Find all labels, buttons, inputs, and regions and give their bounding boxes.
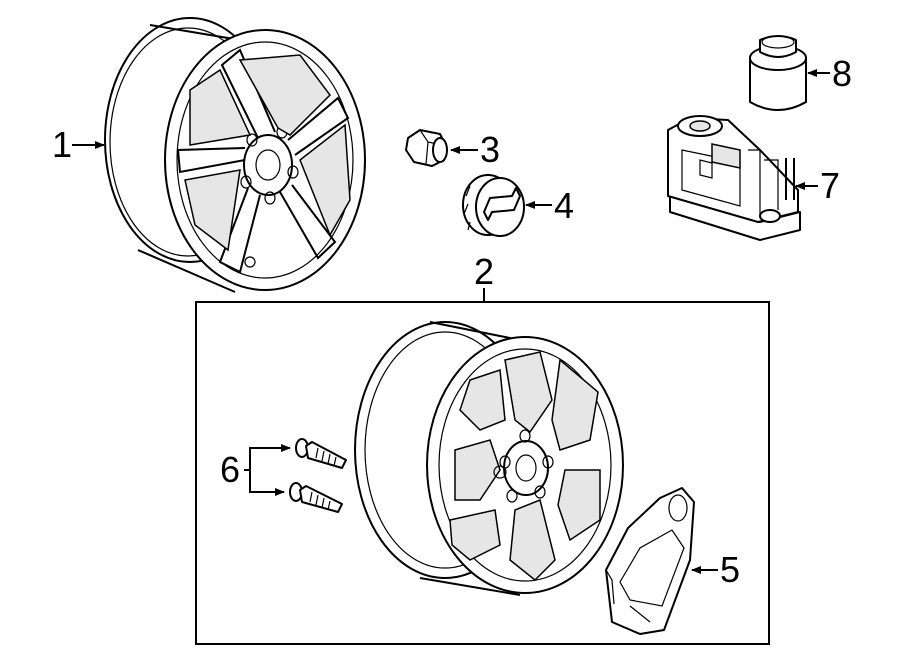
- callout-8-label: 8: [832, 53, 852, 94]
- callout-2-label: 2: [474, 251, 494, 292]
- wheel-5-spoke-icon[interactable]: [104, 17, 366, 293]
- lug-nut-icon[interactable]: [405, 129, 448, 167]
- callout-4-label: 4: [554, 185, 574, 226]
- callout-7-label: 7: [820, 165, 840, 206]
- bolt-icon[interactable]: [295, 438, 347, 469]
- callout-5-label: 5: [720, 549, 740, 590]
- center-cap-icon[interactable]: [462, 174, 525, 237]
- bolt-icon[interactable]: [289, 482, 343, 513]
- wheel-assembly-box: [195, 301, 770, 645]
- callout-1-label: 1: [52, 124, 72, 165]
- callout-3-label: 3: [480, 129, 500, 170]
- canister-icon[interactable]: [749, 35, 807, 111]
- compressor-icon[interactable]: [667, 115, 801, 241]
- wheel-y-spoke-icon[interactable]: [354, 321, 624, 596]
- callout-6-label: 6: [220, 449, 240, 490]
- sensor-icon[interactable]: [605, 487, 695, 635]
